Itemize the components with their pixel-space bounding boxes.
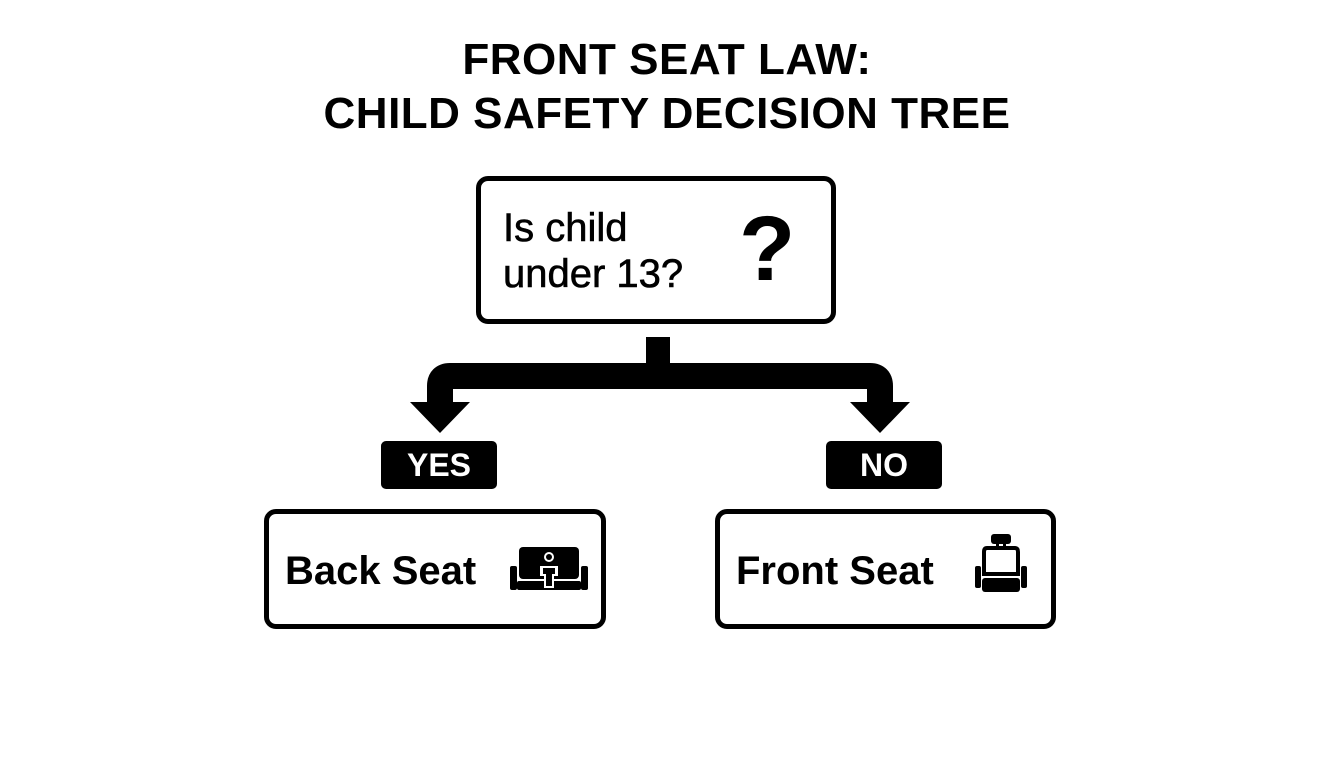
yes-badge: YES — [381, 441, 497, 489]
back-seat-label: Back Seat — [285, 549, 477, 593]
yes-arrow-head — [410, 402, 470, 433]
question-mark-icon: ? — [739, 198, 796, 300]
no-badge: NO — [826, 441, 942, 489]
front-seat-result-node: Front Seat — [715, 509, 1056, 629]
child-in-back-seat-icon — [510, 547, 588, 590]
question-text: Is child under 13? — [503, 205, 684, 297]
question-line-2: under 13? — [503, 252, 684, 297]
question-node: Is child under 13? ? — [476, 176, 836, 324]
question-line-1: Is child — [503, 206, 628, 251]
back-seat-result-node: Back Seat — [264, 509, 606, 629]
branch-bar — [427, 363, 893, 404]
diagram-title-line-1: FRONT SEAT LAW: — [462, 35, 872, 84]
front-car-seat-icon — [975, 534, 1027, 592]
front-seat-label: Front Seat — [736, 549, 934, 593]
diagram-title-line-2: CHILD SAFETY DECISION TREE — [323, 89, 1011, 138]
no-arrow-head — [850, 402, 910, 433]
